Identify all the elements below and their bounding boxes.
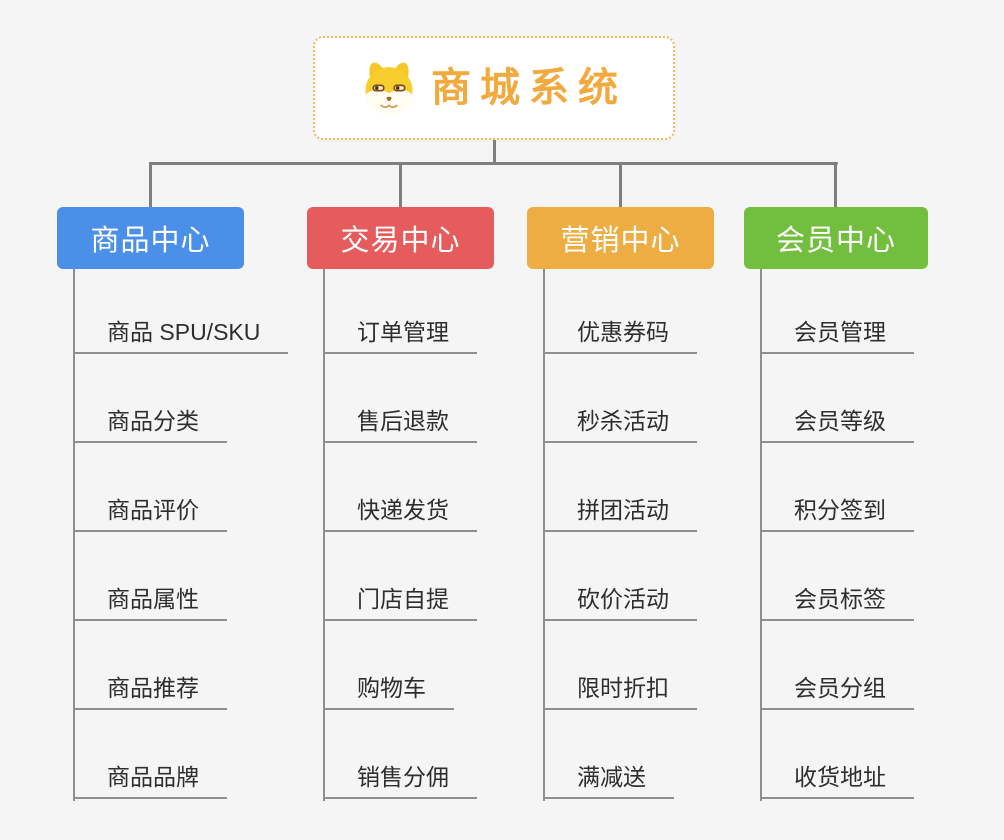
branch-trade-center: 交易中心 订单管理 售后退款 快递发货 门店自提 购物车 销售分佣 <box>307 207 547 807</box>
leaf-item[interactable]: 商品分类 <box>73 399 227 443</box>
root-title: 商城系统 <box>431 66 627 110</box>
leaf-item[interactable]: 商品品牌 <box>73 755 227 799</box>
leaf-item[interactable]: 拼团活动 <box>543 488 697 532</box>
leaf-item[interactable]: 限时折扣 <box>543 666 697 710</box>
branch-member-center: 会员中心 会员管理 会员等级 积分签到 会员标签 会员分组 收货地址 <box>744 207 984 807</box>
leaf-item[interactable]: 购物车 <box>323 666 454 710</box>
doge-face-icon <box>365 62 413 115</box>
branch-header-member[interactable]: 会员中心 <box>744 207 928 269</box>
leaf-item[interactable]: 商品 SPU/SKU <box>73 310 289 354</box>
leaf-item[interactable]: 会员等级 <box>760 399 914 443</box>
leaf-item[interactable]: 秒杀活动 <box>543 399 697 443</box>
connector-drop-member <box>834 162 837 208</box>
branch-trunk-line <box>73 269 75 801</box>
leaf-item[interactable]: 售后退款 <box>323 399 477 443</box>
leaf-item[interactable]: 商品属性 <box>73 577 227 621</box>
branch-header-product[interactable]: 商品中心 <box>57 207 244 269</box>
connector-root-stub <box>493 140 496 164</box>
connector-bus <box>149 162 838 165</box>
branch-trunk-line <box>543 269 545 801</box>
branch-header-marketing[interactable]: 营销中心 <box>527 207 714 269</box>
leaf-item[interactable]: 收货地址 <box>760 755 914 799</box>
branch-trunk-line <box>323 269 325 801</box>
leaf-item[interactable]: 商品评价 <box>73 488 227 532</box>
leaf-item[interactable]: 订单管理 <box>323 310 477 354</box>
leaf-item[interactable]: 优惠券码 <box>543 310 697 354</box>
leaf-item[interactable]: 砍价活动 <box>543 577 697 621</box>
root-node[interactable]: 商城系统 <box>313 36 675 140</box>
branch-product-center: 商品中心 商品 SPU/SKU 商品分类 商品评价 商品属性 商品推荐 商品品牌 <box>57 207 297 807</box>
connector-drop-trade <box>399 162 402 208</box>
leaf-item[interactable]: 门店自提 <box>323 577 477 621</box>
branch-marketing-center: 营销中心 优惠券码 秒杀活动 拼团活动 砍价活动 限时折扣 满减送 <box>527 207 767 807</box>
leaf-item[interactable]: 会员管理 <box>760 310 914 354</box>
branch-header-trade[interactable]: 交易中心 <box>307 207 494 269</box>
connector-drop-product <box>149 162 152 208</box>
connector-drop-marketing <box>619 162 622 208</box>
leaf-item[interactable]: 快递发货 <box>323 488 477 532</box>
leaf-item[interactable]: 满减送 <box>543 755 674 799</box>
leaf-item[interactable]: 商品推荐 <box>73 666 227 710</box>
leaf-item[interactable]: 积分签到 <box>760 488 914 532</box>
leaf-item[interactable]: 销售分佣 <box>323 755 477 799</box>
leaf-item[interactable]: 会员分组 <box>760 666 914 710</box>
branch-trunk-line <box>760 269 762 801</box>
leaf-item[interactable]: 会员标签 <box>760 577 914 621</box>
